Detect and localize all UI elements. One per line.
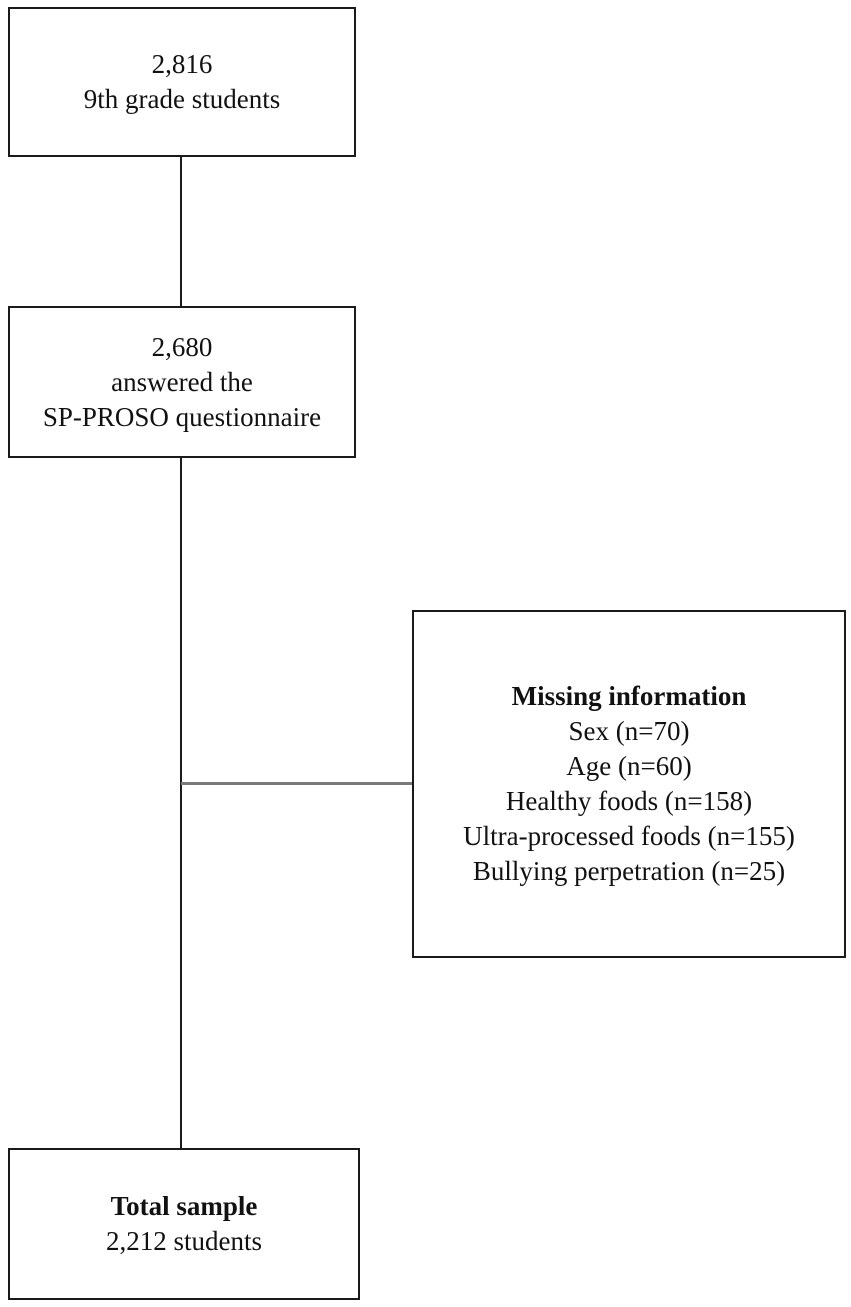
answered-label-line1: answered the	[111, 366, 253, 397]
answered-questionnaire-box: 2,680 answered the SP-PROSO questionnair…	[8, 306, 356, 458]
missing-item-bullying-perpetration: Bullying perpetration (n=25)	[472, 856, 786, 886]
missing-item-healthy-foods: Healthy foods (n=158)	[505, 786, 753, 816]
initial-count: 2,816	[151, 49, 213, 79]
initial-label: 9th grade students	[83, 84, 281, 114]
total-label: 2,212 students	[105, 1226, 262, 1256]
answered-count: 2,680	[151, 331, 213, 362]
missing-title: Missing information	[511, 681, 747, 711]
total-sample-box: Total sample 2,212 students	[8, 1148, 360, 1300]
connector-line-initial-to-answered	[180, 157, 182, 306]
missing-item-sex: Sex (n=70)	[568, 716, 690, 746]
connector-line-answered-to-total	[180, 458, 182, 1148]
missing-item-ultra-processed-foods: Ultra-processed foods (n=155)	[463, 821, 795, 851]
connector-line-branch-to-missing	[181, 782, 412, 785]
total-title: Total sample	[110, 1191, 258, 1221]
answered-label-line2: SP-PROSO questionnaire	[42, 401, 322, 432]
initial-students-box: 2,816 9th grade students	[8, 7, 356, 157]
missing-information-box: Missing information Sex (n=70) Age (n=60…	[412, 610, 846, 958]
missing-item-age: Age (n=60)	[566, 751, 692, 781]
